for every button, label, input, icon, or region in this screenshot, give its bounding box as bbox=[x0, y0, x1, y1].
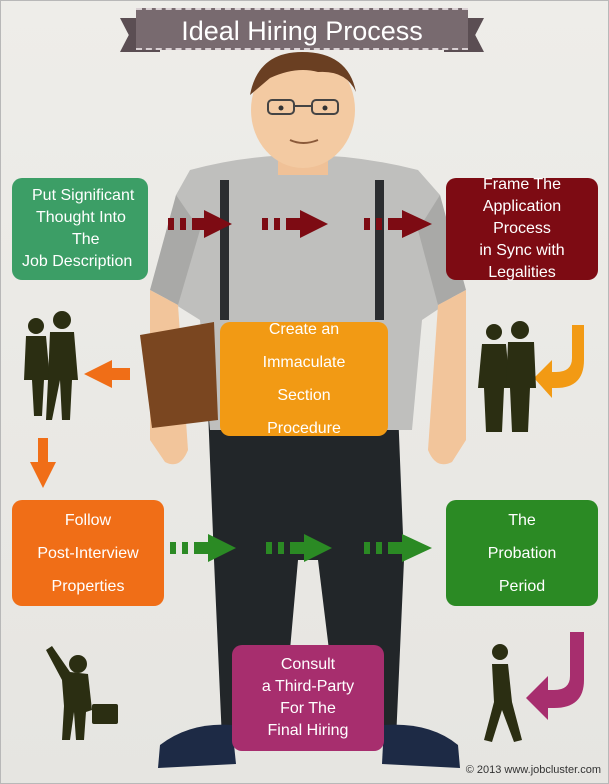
step-probation-period: The Probation Period bbox=[446, 500, 598, 606]
curved-arrow-icon bbox=[534, 325, 584, 398]
down-arrow-icon bbox=[30, 438, 56, 488]
title-banner: Ideal Hiring Process bbox=[120, 8, 484, 54]
step-post-interview: Follow Post-Interview Properties bbox=[12, 500, 164, 606]
walking-person-silhouette-icon bbox=[484, 644, 522, 742]
couple-silhouette-right-icon bbox=[478, 321, 536, 432]
left-eye bbox=[278, 105, 284, 111]
left-arrow-icon bbox=[84, 360, 130, 388]
right-eye bbox=[322, 105, 328, 111]
purple-curved-arrow-icon bbox=[526, 632, 584, 720]
step-selection-procedure: Create an Immaculate Section Procedure bbox=[220, 321, 388, 437]
couple-silhouette-left-icon bbox=[24, 311, 78, 420]
copyright-text: © 2013 www.jobcluster.com bbox=[465, 764, 601, 776]
waving-person-silhouette-icon bbox=[46, 646, 118, 740]
right-arm bbox=[428, 290, 466, 465]
left-sleeve bbox=[150, 195, 200, 305]
messenger-bag bbox=[140, 322, 218, 428]
right-shoe bbox=[382, 724, 460, 768]
step-third-party: Consult a Third-Party For The Final Hiri… bbox=[232, 645, 384, 751]
left-shoe bbox=[158, 724, 236, 768]
hair bbox=[250, 52, 356, 95]
head bbox=[251, 52, 355, 168]
mouth bbox=[289, 139, 319, 144]
step-application-process: Frame The Application Process in Sync wi… bbox=[446, 176, 598, 281]
right-suspender bbox=[375, 180, 384, 320]
page-title: Ideal Hiring Process bbox=[136, 8, 468, 50]
step-job-description: Put Significant Thought Into The Job Des… bbox=[12, 178, 148, 280]
top-row-arrows bbox=[168, 210, 432, 238]
left-suspender bbox=[220, 180, 229, 320]
bottom-row-arrows bbox=[170, 534, 432, 562]
